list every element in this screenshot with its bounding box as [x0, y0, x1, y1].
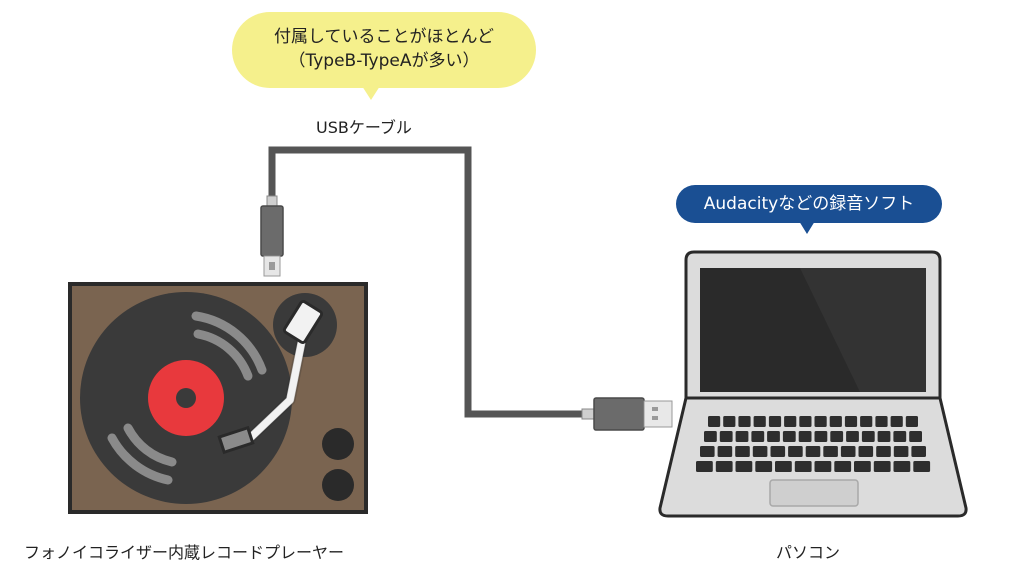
usb-b-plug-icon	[260, 195, 284, 277]
keyboard-key	[805, 446, 821, 457]
keyboard-key	[823, 446, 838, 457]
keyboard-key	[877, 431, 891, 442]
keyboard-key	[719, 431, 733, 442]
keyboard-key	[830, 431, 844, 442]
keyboard-key	[893, 431, 907, 442]
keyboard-key	[784, 416, 797, 427]
keyboard-key	[704, 431, 717, 442]
pc-label: パソコン	[776, 543, 841, 562]
keyboard-key	[905, 416, 918, 427]
keyboard-key	[788, 446, 803, 457]
keyboard-key	[738, 416, 751, 427]
software-note-callout: Audacityなどの録音ソフト	[676, 185, 942, 223]
record-spindle	[176, 388, 196, 408]
keyboard-key	[717, 446, 733, 457]
keyboard-key	[834, 461, 852, 472]
keyboard-key	[913, 461, 931, 472]
keyboard-key	[890, 416, 903, 427]
keyboard-key	[794, 461, 812, 472]
cable-note-callout: 付属していることがほとんど （TypeB-TypeAが多い）	[232, 12, 536, 88]
keyboard-key	[753, 416, 766, 427]
control-knob-top	[322, 428, 354, 460]
keyboard-key	[846, 431, 859, 442]
software-note-callout-tail	[799, 221, 815, 234]
keyboard-key	[735, 461, 753, 472]
keyboard-key	[735, 446, 750, 457]
keyboard-key	[893, 461, 911, 472]
keyboard-key	[715, 461, 733, 472]
keyboard-key	[909, 431, 922, 442]
record-player-label: フォノイコライザー内蔵レコードプレーヤー	[24, 543, 345, 562]
laptop-trackpad	[769, 479, 859, 507]
keyboard-key	[844, 416, 858, 427]
keyboard-key	[911, 446, 926, 457]
keyboard-key	[723, 416, 736, 427]
keyboard-key	[860, 416, 873, 427]
keyboard-key	[775, 461, 792, 472]
keyboard-key	[708, 416, 721, 427]
keyboard-key	[752, 446, 768, 457]
keyboard-key	[768, 416, 782, 427]
tonearm-headshell	[217, 425, 255, 455]
keyboard-key	[767, 431, 780, 442]
keyboard-key	[755, 461, 773, 472]
usb-cable-label: USBケーブル	[316, 118, 412, 137]
cable-note-line1: 付属していることがほとんど	[274, 27, 494, 47]
keyboard-key	[893, 446, 909, 457]
laptop-keyboard	[696, 416, 931, 472]
keyboard-key	[814, 416, 827, 427]
keyboard-key	[854, 461, 871, 472]
keyboard-key	[814, 431, 828, 442]
keyboard-key	[782, 431, 796, 442]
keyboard-key	[829, 416, 842, 427]
keyboard-key	[876, 446, 891, 457]
keyboard-key	[840, 446, 856, 457]
control-knob-bottom	[322, 469, 354, 501]
keyboard-key	[873, 461, 891, 472]
keyboard-key	[814, 461, 832, 472]
keyboard-key	[799, 416, 812, 427]
tonearm-counterweight	[282, 300, 324, 344]
keyboard-key	[770, 446, 786, 457]
laptop-icon	[658, 250, 968, 518]
cable-note-line2: （TypeB-TypeAが多い）	[288, 51, 480, 71]
keyboard-key	[798, 431, 812, 442]
keyboard-key	[875, 416, 888, 427]
usb-a-plug-icon	[581, 397, 673, 431]
keyboard-key	[861, 431, 875, 442]
keyboard-key	[700, 446, 715, 457]
turntable-icon	[68, 282, 368, 514]
keyboard-key	[751, 431, 765, 442]
cable-note-callout-tail	[362, 86, 380, 100]
keyboard-key	[696, 461, 713, 472]
keyboard-key	[858, 446, 874, 457]
keyboard-key	[735, 431, 749, 442]
